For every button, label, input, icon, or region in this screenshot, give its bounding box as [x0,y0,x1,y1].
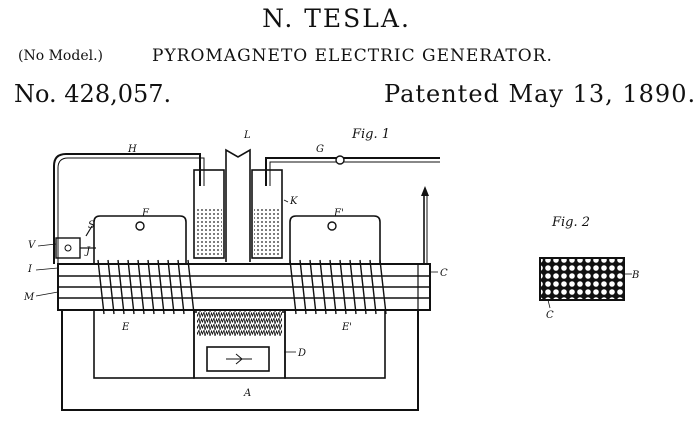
flue-L [225,148,251,262]
pipe-H [53,153,201,264]
no-model-note: (No Model.) [18,48,103,64]
tank-left [193,169,225,259]
fig1-label: Fig. 1 [351,127,390,142]
ref-J: J [84,246,91,257]
ref-K: K [289,196,298,207]
patent-number: No. 428,057. [14,80,172,108]
ref-V: V [28,240,37,251]
ref-C-fig2: C [546,310,554,321]
ref-F-prime: F' [333,208,344,219]
ref-C: C [440,268,448,279]
ref-B-fig2: B [631,270,639,281]
upper-frame-left [93,215,187,264]
coil-E-prime [289,259,387,315]
ref-M: M [23,292,35,303]
patent-drawing: H L G K F F' S J V I M C E E' D A Fig. 1… [23,127,639,411]
valve-G [335,155,345,165]
ref-E-prime: E' [341,322,352,333]
inventor-name: N. TESLA. [262,4,411,33]
ref-H: H [127,144,137,155]
switch-box-V [55,237,81,259]
valve-F [135,221,145,231]
upper-frame-right [289,215,381,264]
ref-G: G [316,144,324,155]
patent-title: PYROMAGNETO ELECTRIC GENERATOR. [152,46,553,66]
furnace-door [206,346,270,372]
coil-E [97,259,195,315]
pipe-G [265,157,440,186]
valve-F-prime [327,221,337,231]
ref-E: E [121,322,130,333]
figure-1: H L G K F F' S J V I M C E E' D A Fig. 1 [23,127,448,411]
ref-S: S [88,220,95,231]
patent-date: Patented May 13, 1890. [384,80,696,108]
tube-bundle-cross-section [539,257,625,301]
figure-2: Fig. 2 B C [539,215,639,321]
arrow-up-icon [421,186,429,196]
ref-I: I [27,264,33,275]
fig2-label: Fig. 2 [551,215,590,230]
ref-D: D [297,348,306,359]
ref-L: L [243,130,251,141]
ref-F: F [141,208,150,219]
ref-A: A [243,388,251,399]
